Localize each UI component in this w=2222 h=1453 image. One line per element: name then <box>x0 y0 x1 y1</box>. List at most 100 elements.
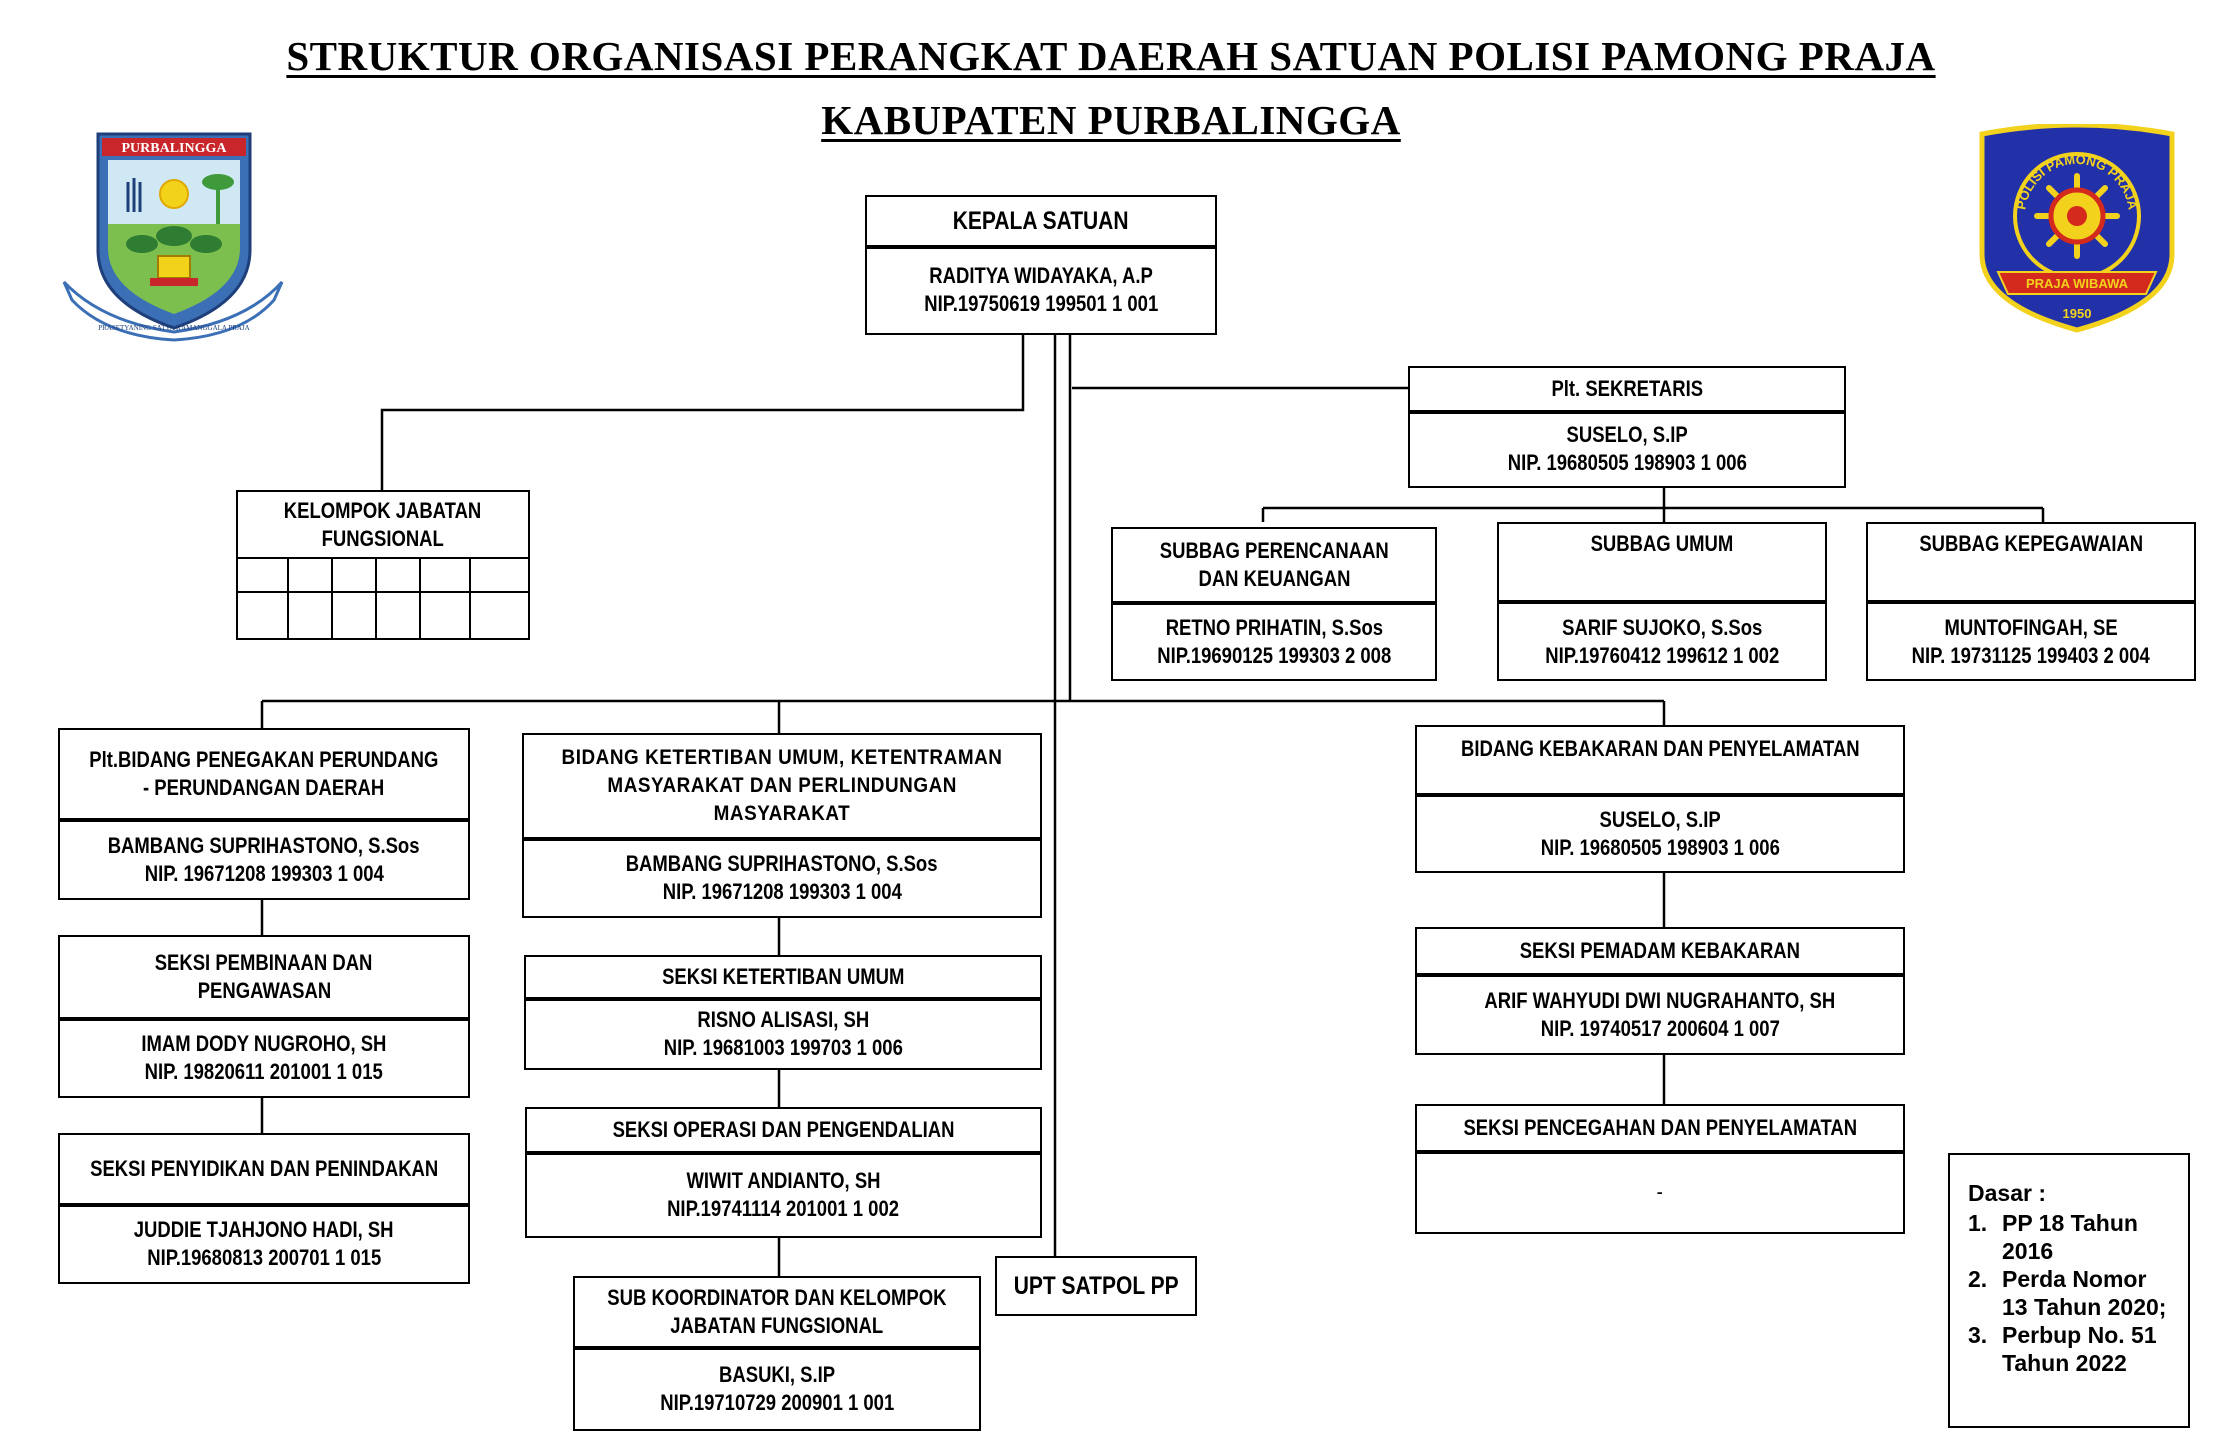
node-name: - <box>1656 1179 1664 1204</box>
node-seksi-penyidikan: SEKSI PENYIDIKAN DAN PENINDAKAN JUDDIE T… <box>58 1133 470 1284</box>
node-body: JUDDIE TJAHJONO HADI, SH NIP.19680813 20… <box>60 1206 468 1282</box>
node-header: SEKSI PENCEGAHAN DAN PENYELAMATAN <box>1417 1106 1903 1152</box>
node-body: RADITYA WIDAYAKA, A.P NIP.19750619 19950… <box>867 247 1215 333</box>
node-name: IMAM DODY NUGROHO, SH <box>141 1031 387 1056</box>
node-sub-koordinator: SUB KOORDINATOR DAN KELOMPOK JABATAN FUN… <box>573 1276 981 1431</box>
node-subbag-kepegawaian: SUBBAG KEPEGAWAIAN MUNTOFINGAH, SE NIP. … <box>1866 522 2196 681</box>
node-bidang-kebakaran: BIDANG KEBAKARAN DAN PENYELAMATAN SUSELO… <box>1415 725 1905 873</box>
node-body: - <box>1417 1152 1903 1232</box>
node-title: MASYARAKAT DAN PERLINDUNGAN <box>607 774 957 797</box>
node-title: JABATAN FUNGSIONAL <box>670 1313 884 1338</box>
node-header: Plt. SEKRETARIS <box>1410 368 1844 412</box>
node-seksi-operasi: SEKSI OPERASI DAN PENGENDALIAN WIWIT AND… <box>525 1107 1042 1238</box>
node-subbag-perencanaan: SUBBAG PERENCANAAN DAN KEUANGAN RETNO PR… <box>1111 527 1437 681</box>
node-body: BAMBANG SUPRIHASTONO, S.Sos NIP. 1967120… <box>60 822 468 898</box>
legal-basis-item: 1. PP 18 Tahun 2016 <box>1968 1209 2172 1265</box>
node-name: RADITYA WIDAYAKA, A.P <box>929 263 1153 288</box>
node-header: SEKSI PEMBINAAN DAN PENGAWASAN <box>60 937 468 1019</box>
node-title: SEKSI PENCEGAHAN DAN PENYELAMATAN <box>1463 1115 1857 1140</box>
node-bidang-penegakan: Plt.BIDANG PENEGAKAN PERUNDANG - PERUNDA… <box>58 728 470 900</box>
purbalingga-emblem-icon: PURBALINGGA PRASETYANING SATYA KAMANGGAL… <box>62 132 284 342</box>
node-title: DAN KEUANGAN <box>1198 566 1350 591</box>
node-body: WIWIT ANDIANTO, SH NIP.19741114 201001 1… <box>527 1154 1040 1236</box>
svg-text:PRAJA WIBAWA: PRAJA WIBAWA <box>2026 276 2129 291</box>
node-title: FUNGSIONAL <box>321 526 445 551</box>
svg-text:PRASETYANING SATYA KAMANGGALA: PRASETYANING SATYA KAMANGGALA PRAJA <box>98 324 250 332</box>
node-title: BIDANG KETERTIBAN UMUM, KETENTRAMAN <box>561 746 1003 769</box>
node-nip: NIP.19750619 199501 1 001 <box>924 291 1158 316</box>
node-title: SEKSI PEMBINAAN DAN <box>155 950 373 975</box>
node-subbag-umum: SUBBAG UMUM SARIF SUJOKO, S.Sos NIP.1976… <box>1497 522 1827 681</box>
node-nip: NIP.19710729 200901 1 001 <box>660 1390 894 1415</box>
legal-basis-list: 1. PP 18 Tahun 2016 2. Perda Nomor 13 Tahun… <box>1968 1209 2172 1377</box>
node-body: BASUKI, S.IP NIP.19710729 200901 1 001 <box>575 1349 979 1429</box>
node-title: SUBBAG KEPEGAWAIAN <box>1919 531 2143 556</box>
node-nip: NIP. 19671208 199303 1 004 <box>662 879 902 904</box>
node-body: IMAM DODY NUGROHO, SH NIP. 19820611 2010… <box>60 1020 468 1096</box>
legal-basis-number: 1. <box>1968 1210 1988 1236</box>
node-title: SEKSI PEMADAM KEBAKARAN <box>1519 938 1801 963</box>
node-header: SUB KOORDINATOR DAN KELOMPOK JABATAN FUN… <box>575 1278 979 1348</box>
node-header: Plt.BIDANG PENEGAKAN PERUNDANG - PERUNDA… <box>60 730 468 820</box>
node-nip: NIP. 19740517 200604 1 007 <box>1540 1016 1780 1041</box>
node-nip: NIP.19680813 200701 1 015 <box>147 1245 381 1270</box>
node-kelompok-fungsional: KELOMPOK JABATAN FUNGSIONAL <box>236 490 530 640</box>
connector-bidang-bar <box>260 699 1666 733</box>
legal-basis-number: 3. <box>1968 1322 1988 1348</box>
node-name: WIWIT ANDIANTO, SH <box>686 1168 881 1193</box>
node-name: RETNO PRIHATIN, S.Sos <box>1165 615 1383 640</box>
node-body: ARIF WAHYUDI DWI NUGRAHANTO, SH NIP. 197… <box>1417 977 1903 1053</box>
node-name: BAMBANG SUPRIHASTONO, S.Sos <box>108 833 420 858</box>
node-header: UPT SATPOL PP <box>997 1258 1195 1314</box>
node-title: SEKSI PENYIDIKAN DAN PENINDAKAN <box>89 1156 439 1181</box>
node-body: SUSELO, S.IP NIP. 19680505 198903 1 006 <box>1417 797 1903 871</box>
legal-basis-text: PP 18 Tahun 2016 <box>2002 1210 2138 1264</box>
node-body: RETNO PRIHATIN, S.Sos NIP.19690125 19930… <box>1113 605 1435 679</box>
node-name: SARIF SUJOKO, S.Sos <box>1561 615 1763 640</box>
node-title: MASYARAKAT <box>713 802 851 825</box>
node-name: ARIF WAHYUDI DWI NUGRAHANTO, SH <box>1484 988 1836 1013</box>
node-upt-satpol-pp: UPT SATPOL PP <box>995 1256 1197 1316</box>
node-bidang-ketertiban-umum: BIDANG KETERTIBAN UMUM, KETENTRAMAN MASY… <box>522 733 1042 918</box>
node-nip: NIP. 19820611 201001 1 015 <box>144 1059 384 1084</box>
legal-basis-heading: Dasar : <box>1968 1180 2046 1206</box>
legal-basis-item: 2. Perda Nomor 13 Tahun 2020; <box>1968 1265 2172 1321</box>
legal-basis-text: Perbup No. 51 Tahun 2022 <box>2002 1322 2157 1376</box>
node-name: JUDDIE TJAHJONO HADI, SH <box>134 1217 394 1242</box>
node-body: MUNTOFINGAH, SE NIP. 19731125 199403 2 0… <box>1868 605 2194 679</box>
node-title: SUBBAG UMUM <box>1590 531 1734 556</box>
node-seksi-pemadam: SEKSI PEMADAM KEBAKARAN ARIF WAHYUDI DWI… <box>1415 927 1905 1055</box>
node-seksi-pembinaan: SEKSI PEMBINAAN DAN PENGAWASAN IMAM DODY… <box>58 935 470 1098</box>
node-header: BIDANG KETERTIBAN UMUM, KETENTRAMAN MASY… <box>524 735 1040 839</box>
node-nip: NIP.19741114 201001 1 002 <box>667 1196 900 1221</box>
node-title: SUB KOORDINATOR DAN KELOMPOK <box>607 1285 947 1310</box>
node-header: BIDANG KEBAKARAN DAN PENYELAMATAN <box>1417 727 1903 795</box>
node-nip: NIP. 19681003 199703 1 006 <box>663 1035 903 1060</box>
node-header: SUBBAG PERENCANAAN DAN KEUANGAN <box>1113 529 1435 603</box>
legal-basis-box: Dasar : 1. PP 18 Tahun 2016 2. Perda Nomor … <box>1948 1153 2190 1428</box>
svg-text:PURBALINGGA: PURBALINGGA <box>121 141 227 156</box>
svg-text:1950: 1950 <box>2063 306 2092 321</box>
fungsional-grid <box>238 557 528 638</box>
node-body: RISNO ALISASI, SH NIP. 19681003 199703 1… <box>526 1000 1040 1068</box>
node-header: SEKSI OPERASI DAN PENGENDALIAN <box>527 1109 1040 1153</box>
chart-title: STRUKTUR ORGANISASI PERANGKAT DAERAH SAT… <box>286 33 1936 79</box>
node-seksi-ketertiban-umum: SEKSI KETERTIBAN UMUM RISNO ALISASI, SH … <box>524 955 1042 1070</box>
legal-basis-number: 2. <box>1968 1266 1988 1292</box>
node-title: UPT SATPOL PP <box>1013 1272 1179 1300</box>
node-name: SUSELO, S.IP <box>1566 422 1688 447</box>
legal-basis-text: Perda Nomor 13 Tahun 2020; <box>2002 1266 2167 1320</box>
node-sekretaris: Plt. SEKRETARIS SUSELO, S.IP NIP. 196805… <box>1408 366 1846 488</box>
chart-subtitle: KABUPATEN PURBALINGGA <box>821 97 1401 143</box>
legal-basis-item: 3. Perbup No. 51 Tahun 2022 <box>1968 1321 2172 1377</box>
node-seksi-pencegahan: SEKSI PENCEGAHAN DAN PENYELAMATAN - <box>1415 1104 1905 1234</box>
node-title: PENGAWASAN <box>197 978 331 1003</box>
node-title: SEKSI OPERASI DAN PENGENDALIAN <box>612 1117 955 1142</box>
node-title: BIDANG KEBAKARAN DAN PENYELAMATAN <box>1460 736 1860 761</box>
node-header: SEKSI PEMADAM KEBAKARAN <box>1417 929 1903 975</box>
node-nip: NIP.19690125 199303 2 008 <box>1157 643 1391 668</box>
node-title: SEKSI KETERTIBAN UMUM <box>661 964 905 989</box>
node-body: SARIF SUJOKO, S.Sos NIP.19760412 199612 … <box>1499 605 1825 679</box>
node-body: BAMBANG SUPRIHASTONO, S.Sos NIP. 1967120… <box>524 840 1040 916</box>
